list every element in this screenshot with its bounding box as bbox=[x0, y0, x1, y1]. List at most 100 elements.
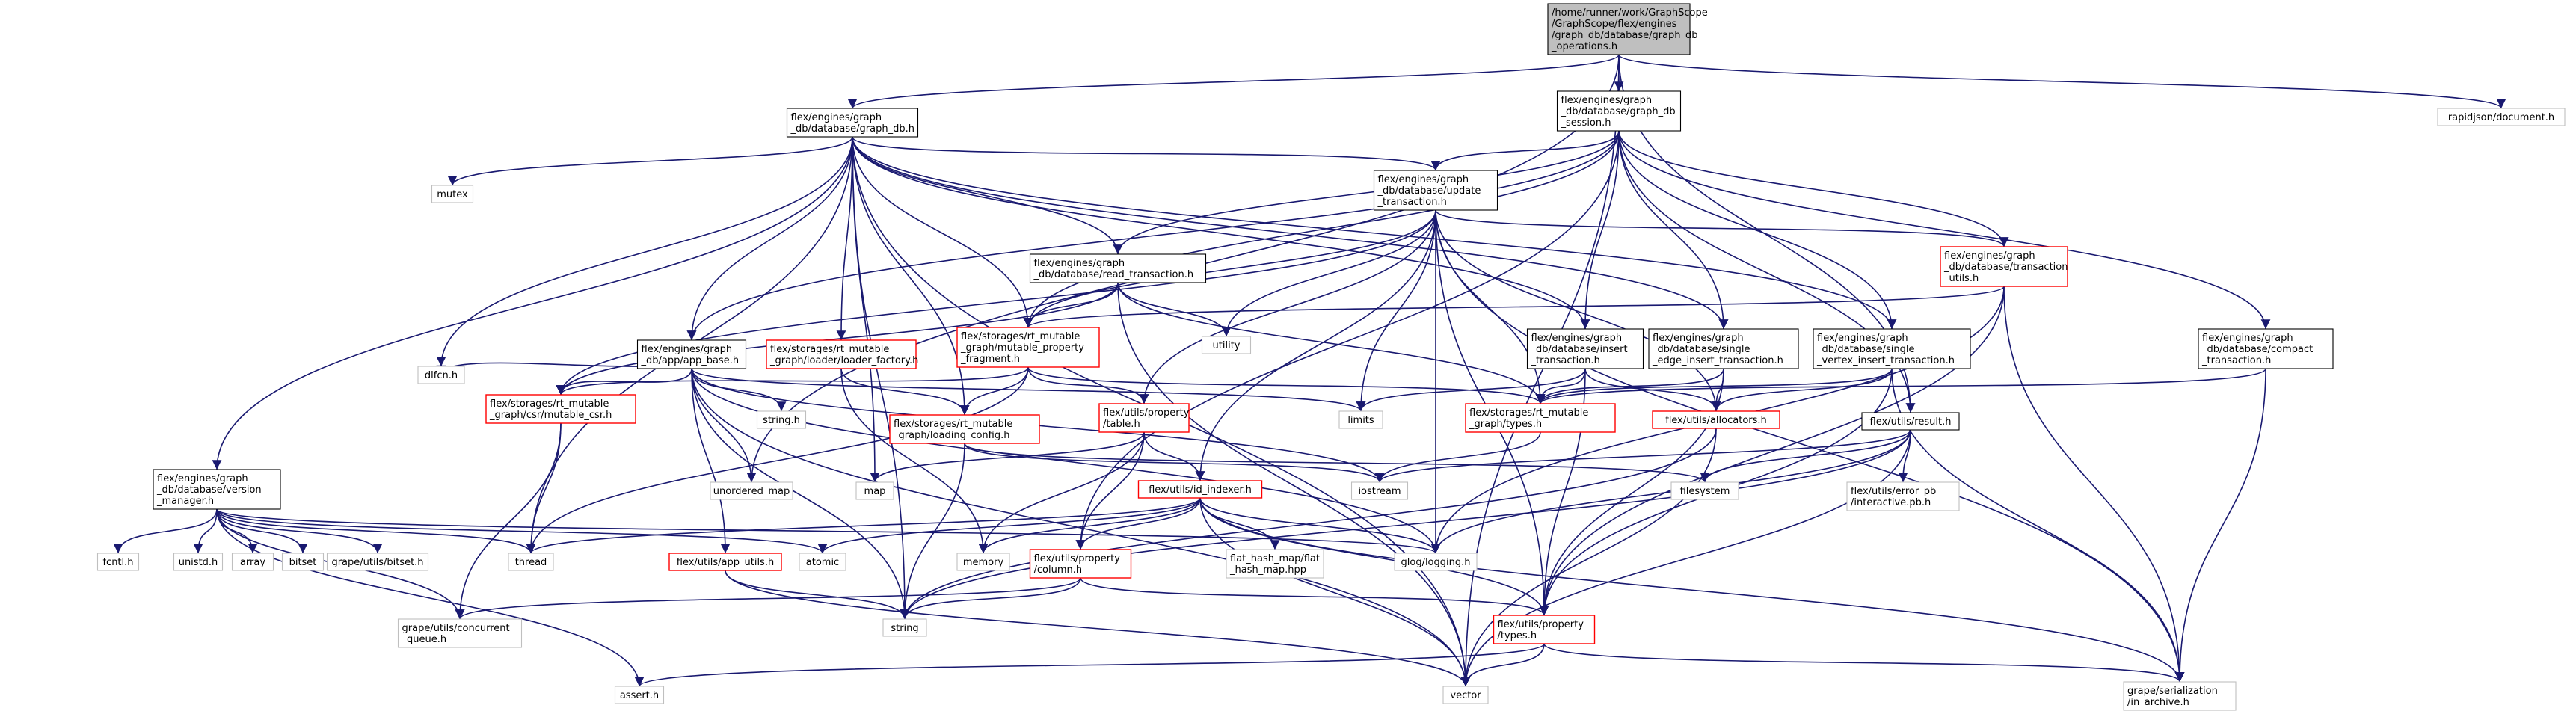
node-box bbox=[1465, 403, 1616, 433]
node-in-archive[interactable]: grape/serialization/in_archive.h bbox=[2123, 681, 2237, 711]
node-mutex[interactable]: mutex bbox=[431, 185, 474, 203]
edge-graph-db-to-map bbox=[852, 136, 880, 483]
edge-update-txn-to-limits bbox=[1356, 209, 1436, 412]
node-assert[interactable]: assert.h bbox=[614, 686, 665, 704]
node-label-line: flex/utils/app_utils.h bbox=[677, 557, 774, 568]
node-allocators[interactable]: flex/utils/allocators.h bbox=[1652, 410, 1780, 429]
edge-result-to-string bbox=[900, 429, 1911, 620]
node-id-indexer[interactable]: flex/utils/id_indexer.h bbox=[1137, 480, 1263, 499]
edge-graph-db-to-single-vertex bbox=[852, 136, 1897, 330]
edge-graph-db-session-to-mutable-prop-frag bbox=[1023, 130, 1620, 328]
edge-id-indexer-to-thread bbox=[526, 497, 1201, 554]
node-memory[interactable]: memory bbox=[956, 553, 1010, 571]
node-string[interactable]: string bbox=[882, 618, 927, 637]
edge-txn-utils-to-mutable-prop-frag bbox=[1024, 286, 2005, 328]
node-label-line: flex/utils/property bbox=[1103, 407, 1190, 419]
edge-allocators-to-string bbox=[900, 428, 1717, 620]
node-utility[interactable]: utility bbox=[1201, 336, 1252, 354]
node-graph-db[interactable]: flex/engines/graph_db/database/graph_db.… bbox=[786, 108, 919, 138]
node-bitset[interactable]: bitset bbox=[281, 553, 325, 571]
node-column[interactable]: flex/utils/property/column.h bbox=[1029, 549, 1132, 579]
node-app-utils[interactable]: flex/utils/app_utils.h bbox=[668, 553, 782, 571]
node-label-line: flex/engines/graph bbox=[1561, 95, 1653, 106]
edge-update-txn-to-mutable-prop-frag bbox=[1023, 209, 1436, 328]
node-label-line: flex/engines/graph bbox=[2202, 333, 2293, 344]
node-atomic[interactable]: atomic bbox=[799, 553, 846, 571]
node-single-vertex[interactable]: flex/engines/graph_db/database/single_ve… bbox=[1813, 328, 1971, 369]
node-box bbox=[2437, 108, 2566, 126]
node-label-line: flex/utils/property bbox=[1034, 553, 1121, 564]
node-compact-txn[interactable]: flex/engines/graph_db/database/compact_t… bbox=[2198, 328, 2334, 369]
node-fcntl[interactable]: fcntl.h bbox=[96, 553, 140, 571]
edge-loading-config-to-filesystem bbox=[964, 443, 1710, 483]
node-string-h[interactable]: string.h bbox=[756, 410, 807, 429]
node-app-base[interactable]: flex/engines/graph_db/app/app_base.h bbox=[636, 339, 747, 369]
node-iostream[interactable]: iostream bbox=[1350, 481, 1409, 500]
edge-read-txn-to-mutable-csr bbox=[556, 282, 1119, 396]
node-box bbox=[766, 339, 917, 369]
node-graph-db-session[interactable]: flex/engines/graph_db/database/graph_db_… bbox=[1556, 90, 1682, 132]
node-box bbox=[956, 553, 1010, 571]
node-flat-hash-map[interactable]: flat_hash_map/flat_hash_map.hpp bbox=[1226, 549, 1324, 579]
node-version-mgr[interactable]: flex/engines/graph_db/database/version_m… bbox=[153, 469, 281, 510]
node-grape-bitset[interactable]: grape/utils/bitset.h bbox=[326, 553, 429, 571]
edge-compact-txn-to-in-archive bbox=[2174, 368, 2266, 683]
node-root[interactable]: /home/runner/work/GraphScope/GraphScope/… bbox=[1547, 3, 1708, 55]
node-mutable-csr[interactable]: flex/storages/rt_mutable_graph/csr/mutab… bbox=[485, 394, 636, 424]
node-property-table[interactable]: flex/utils/property/table.h bbox=[1098, 403, 1190, 433]
node-label-line: _operations.h bbox=[1551, 41, 1617, 52]
node-result[interactable]: flex/utils/result.h bbox=[1861, 412, 1960, 431]
node-box bbox=[1813, 328, 1971, 369]
node-label-line: utility bbox=[1213, 340, 1241, 351]
edge-graph-db-to-string bbox=[852, 136, 910, 620]
node-unistd[interactable]: unistd.h bbox=[173, 553, 224, 571]
node-thread[interactable]: thread bbox=[508, 553, 554, 571]
edge-graph-db-session-to-column bbox=[1075, 130, 1620, 550]
node-label-line: _db/database/compact bbox=[2201, 344, 2313, 355]
node-rt-types[interactable]: flex/storages/rt_mutable_graph/types.h bbox=[1465, 403, 1616, 433]
edge-id-indexer-to-glog bbox=[1199, 497, 1441, 554]
node-map[interactable]: map bbox=[855, 481, 894, 500]
node-loader-factory[interactable]: flex/storages/rt_mutable_graph/loader/lo… bbox=[766, 339, 918, 369]
node-filesystem[interactable]: filesystem bbox=[1670, 481, 1739, 500]
node-vector[interactable]: vector bbox=[1442, 686, 1489, 704]
edge-mutable-csr-to-concurrent-queue bbox=[455, 422, 562, 620]
node-box bbox=[1201, 336, 1252, 354]
edge-version-mgr-to-fcntl bbox=[113, 508, 218, 554]
node-txn-utils[interactable]: flex/engines/graph_db/database/transacti… bbox=[1940, 246, 2068, 287]
node-insert-txn[interactable]: flex/engines/graph_db/database/insert_tr… bbox=[1526, 328, 1644, 369]
node-box bbox=[1547, 3, 1691, 55]
node-label-line: /in_archive.h bbox=[2127, 697, 2189, 708]
node-glog[interactable]: glog/logging.h bbox=[1394, 553, 1478, 571]
node-label-line: flex/engines/graph bbox=[1653, 333, 1744, 344]
edge-graph-db-session-to-read-txn bbox=[1113, 130, 1620, 255]
node-update-txn[interactable]: flex/engines/graph_db/database/update_tr… bbox=[1373, 170, 1498, 211]
edge-graph-db-to-read-txn bbox=[852, 136, 1123, 255]
edge-version-mgr-to-atomic bbox=[216, 508, 828, 554]
node-array[interactable]: array bbox=[231, 553, 274, 571]
node-prop-types[interactable]: flex/utils/property/types.h bbox=[1493, 615, 1596, 644]
edge-id-indexer-to-vector bbox=[1199, 497, 1471, 687]
node-loading-config[interactable]: flex/storages/rt_mutable_graph/loading_c… bbox=[889, 414, 1040, 444]
node-read-txn[interactable]: flex/engines/graph_db/database/read_tran… bbox=[1029, 253, 1207, 283]
edge-graph-db-to-single-edge bbox=[852, 136, 1729, 330]
node-mutable-prop-frag[interactable]: flex/storages/rt_mutable_graph/mutable_p… bbox=[956, 327, 1100, 368]
node-box bbox=[508, 553, 554, 571]
node-box bbox=[1861, 412, 1960, 431]
node-label-line: flex/utils/id_indexer.h bbox=[1149, 484, 1252, 496]
edge-app-base-to-string bbox=[691, 368, 910, 620]
node-limits[interactable]: limits bbox=[1338, 410, 1383, 429]
node-concurrent-queue[interactable]: grape/utils/concurrent_queue.h bbox=[397, 618, 523, 648]
node-single-edge[interactable]: flex/engines/graph_db/database/single_ed… bbox=[1648, 328, 1799, 369]
node-label-line: /home/runner/work/GraphScope bbox=[1552, 7, 1708, 19]
edge-id-indexer-to-flat-hash-map bbox=[1199, 497, 1280, 550]
node-box bbox=[1394, 553, 1478, 571]
edge-app-utils-to-vector bbox=[725, 570, 1471, 687]
node-dlfcn[interactable]: dlfcn.h bbox=[417, 366, 465, 384]
node-unordered-map[interactable]: unordered_map bbox=[710, 481, 793, 500]
node-box bbox=[431, 185, 474, 203]
edge-loader-factory-to-loading-config bbox=[840, 368, 970, 416]
node-rapidjson[interactable]: rapidjson/document.h bbox=[2437, 108, 2566, 126]
node-error-pb[interactable]: flex/utils/error_pb/interactive.pb.h bbox=[1846, 481, 1960, 511]
edge-graph-db-to-insert-txn bbox=[852, 136, 1590, 330]
